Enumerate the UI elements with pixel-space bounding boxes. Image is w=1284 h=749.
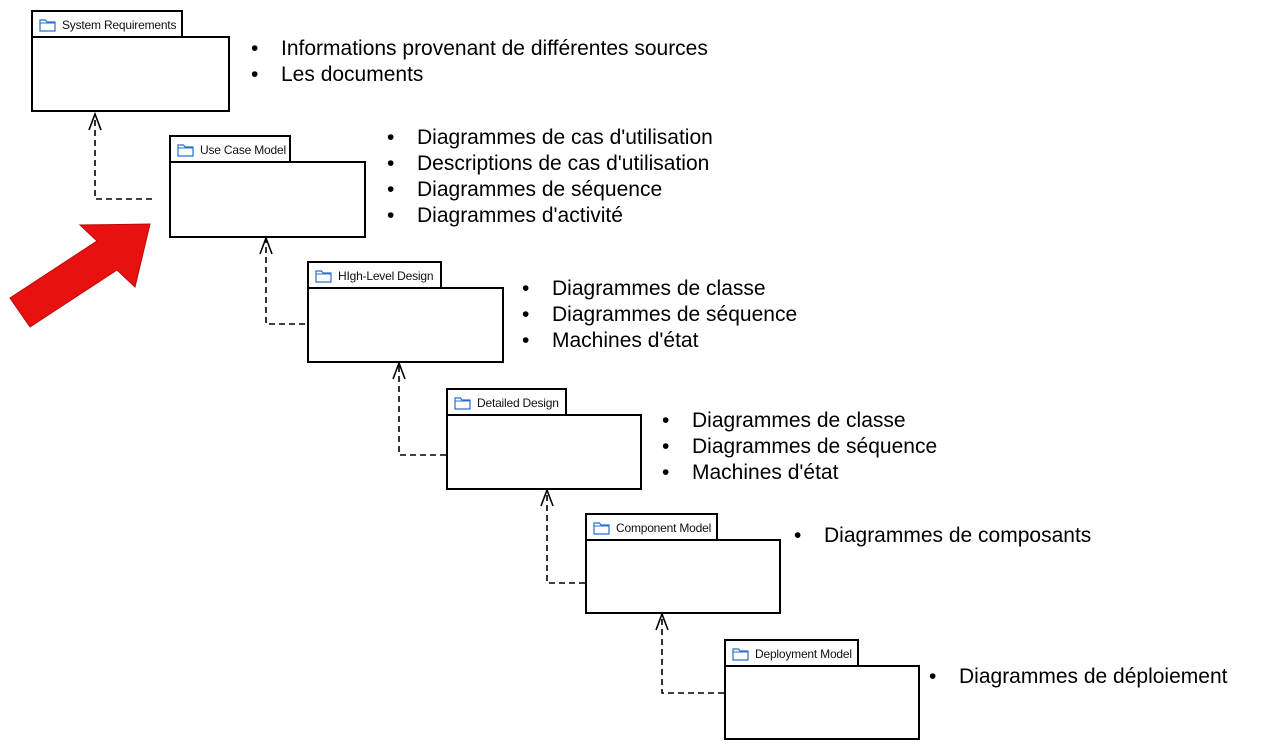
arrowhead [392, 360, 406, 380]
package-body [169, 161, 366, 238]
package-contents-list: Informations provenant de différentes so… [251, 36, 708, 88]
package-deployment-model[interactable]: Deployment Model [724, 639, 920, 740]
package-body [585, 539, 781, 614]
list-item: Diagrammes de séquence [662, 434, 937, 460]
list-item: Diagrammes de séquence [522, 302, 797, 328]
list-item: Informations provenant de différentes so… [251, 36, 708, 62]
folder-icon [454, 397, 471, 410]
arrowhead [259, 235, 273, 255]
highlight-arrow [9, 223, 151, 328]
folder-icon [732, 648, 749, 661]
list-item: Diagrammes de séquence [387, 177, 713, 203]
package-name: Detailed Design [477, 396, 559, 410]
list-item: Machines d'état [522, 328, 797, 354]
folder-icon [315, 270, 332, 283]
package-tab: System Requirements [31, 10, 183, 38]
package-tab: Detailed Design [446, 388, 567, 416]
folder-icon [177, 144, 194, 157]
package-use-case-model[interactable]: Use Case Model [169, 135, 366, 238]
package-tab: HIgh-Level Design [307, 261, 442, 289]
list-item: Diagrammes de classe [522, 276, 797, 302]
dependency-connector [94, 116, 152, 200]
list-item: Machines d'état [662, 460, 937, 486]
list-item: Les documents [251, 62, 708, 88]
folder-icon [39, 19, 56, 32]
package-body [446, 414, 642, 490]
package-tab: Use Case Model [169, 135, 291, 163]
package-name: HIgh-Level Design [338, 269, 434, 283]
package-body [724, 665, 920, 740]
package-tab: Deployment Model [724, 639, 859, 667]
dependency-connector [546, 492, 585, 584]
package-contents-list: Diagrammes de classe Diagrammes de séque… [522, 276, 797, 354]
package-component-model[interactable]: Component Model [585, 513, 781, 614]
package-name: Use Case Model [200, 143, 286, 157]
package-tab: Component Model [585, 513, 718, 541]
package-contents-list: Diagrammes de composants [794, 523, 1091, 549]
list-item: Diagrammes d'activité [387, 203, 713, 229]
package-contents-list: Diagrammes de classe Diagrammes de séque… [662, 408, 937, 486]
dependency-connector [398, 365, 446, 456]
package-contents-list: Diagrammes de cas d'utilisation Descript… [387, 125, 713, 229]
package-name: Component Model [616, 521, 712, 535]
arrowhead [88, 111, 102, 131]
package-contents-list: Diagrammes de déploiement [929, 664, 1227, 690]
list-item: Descriptions de cas d'utilisation [387, 151, 713, 177]
package-name: System Requirements [62, 18, 177, 32]
package-name: Deployment Model [755, 647, 852, 661]
folder-icon [593, 522, 610, 535]
arrowhead [655, 611, 669, 631]
list-item: Diagrammes de déploiement [929, 664, 1227, 690]
dependency-connector [265, 240, 305, 325]
dependency-connector [661, 616, 724, 694]
list-item: Diagrammes de cas d'utilisation [387, 125, 713, 151]
package-system-requirements[interactable]: System Requirements [31, 10, 231, 114]
package-body [307, 287, 504, 363]
package-high-level-design[interactable]: HIgh-Level Design [307, 261, 504, 363]
package-body [31, 36, 230, 112]
list-item: Diagrammes de composants [794, 523, 1091, 549]
list-item: Diagrammes de classe [662, 408, 937, 434]
package-detailed-design[interactable]: Detailed Design [446, 388, 642, 490]
arrowhead [540, 487, 554, 507]
